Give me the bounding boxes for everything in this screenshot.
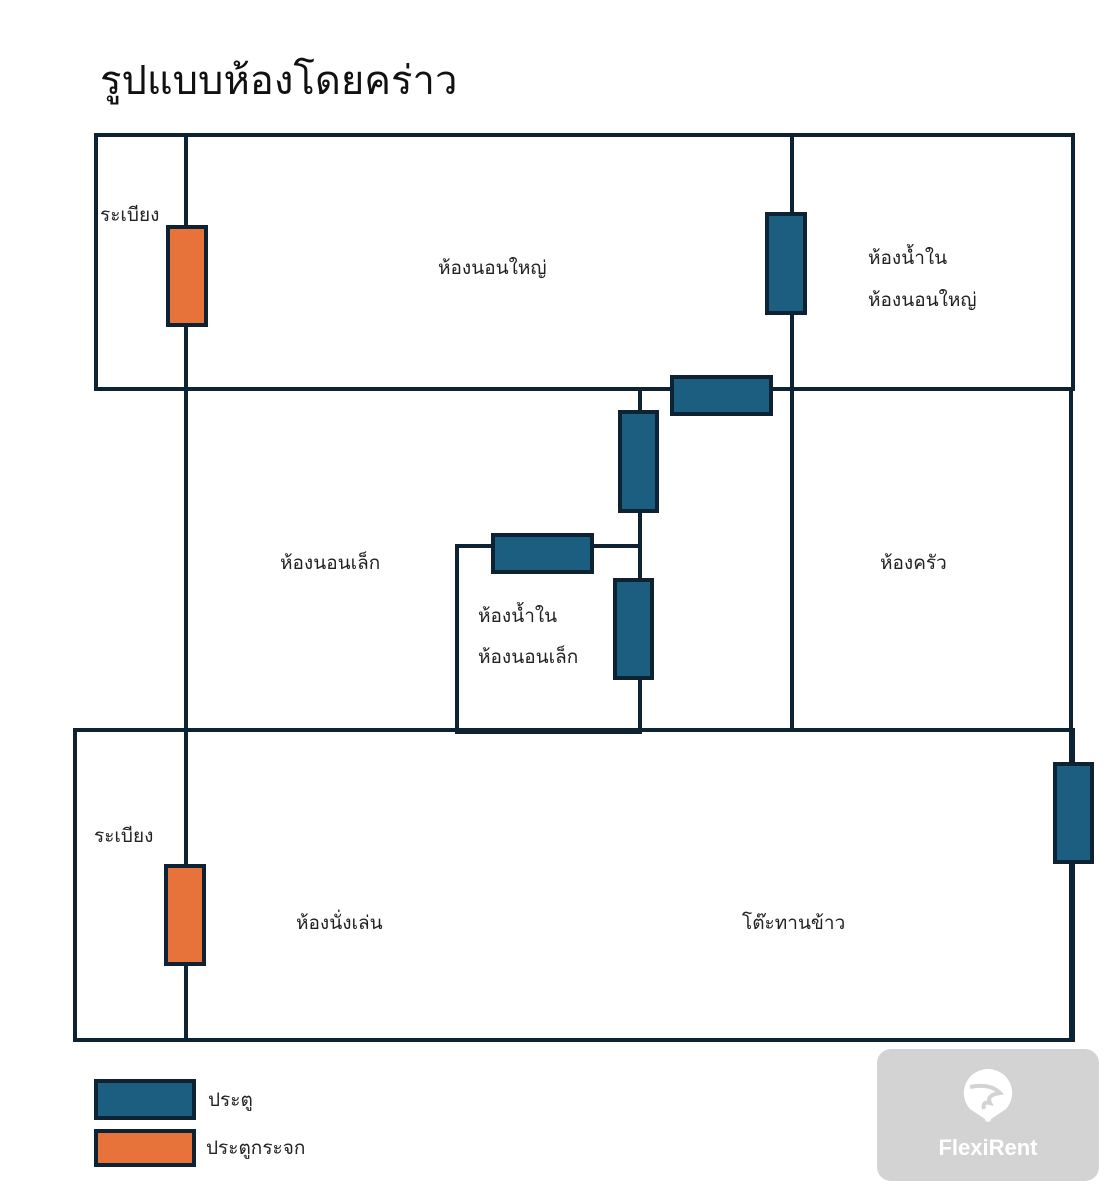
room-label-master-bedroom: ห้องนอนใหญ่	[438, 257, 547, 279]
room-label-master-bath-2: ห้องนอนใหญ่	[868, 289, 977, 311]
legend-door-label: ประตู	[208, 1089, 253, 1111]
glass-door-top	[166, 225, 208, 327]
room-label-dining: โต๊ะทานข้าว	[742, 912, 846, 934]
door-small-bath	[491, 533, 594, 574]
room-label-master-bath-1: ห้องน้ำใน	[868, 247, 948, 269]
room-label-kitchen: ห้องครัว	[880, 552, 947, 574]
legend-glass-door-swatch	[94, 1129, 196, 1167]
door-master-bedroom	[670, 375, 773, 416]
room-label-small-bath-2: ห้องนอนเล็ก	[478, 646, 579, 668]
page-title: รูปแบบห้องโดยคร่าว	[100, 58, 458, 104]
glass-door-bottom	[164, 864, 206, 966]
top-rooms-wall	[94, 133, 1075, 391]
room-label-small-bedroom: ห้องนอนเล็ก	[280, 552, 381, 574]
room-label-small-bath-1: ห้องน้ำใน	[478, 605, 558, 627]
door-small-bedroom	[618, 410, 659, 513]
flexirent-name: FlexiRent	[938, 1135, 1038, 1160]
legend-door-swatch	[94, 1079, 196, 1120]
door-master-bath	[765, 212, 807, 315]
bottom-rooms-wall	[73, 728, 1075, 1042]
legend-glass-door-label: ประตูกระจก	[206, 1137, 306, 1159]
flexirent-logo-icon	[963, 1068, 1013, 1122]
room-label-balcony-top: ระเบียง	[100, 204, 160, 226]
door-entrance	[1053, 762, 1094, 864]
door-hall	[613, 578, 654, 680]
room-label-balcony-bottom: ระเบียง	[94, 825, 154, 847]
room-label-living-room: ห้องนั่งเล่น	[296, 912, 383, 934]
flexirent-watermark: FlexiRent	[877, 1049, 1099, 1181]
